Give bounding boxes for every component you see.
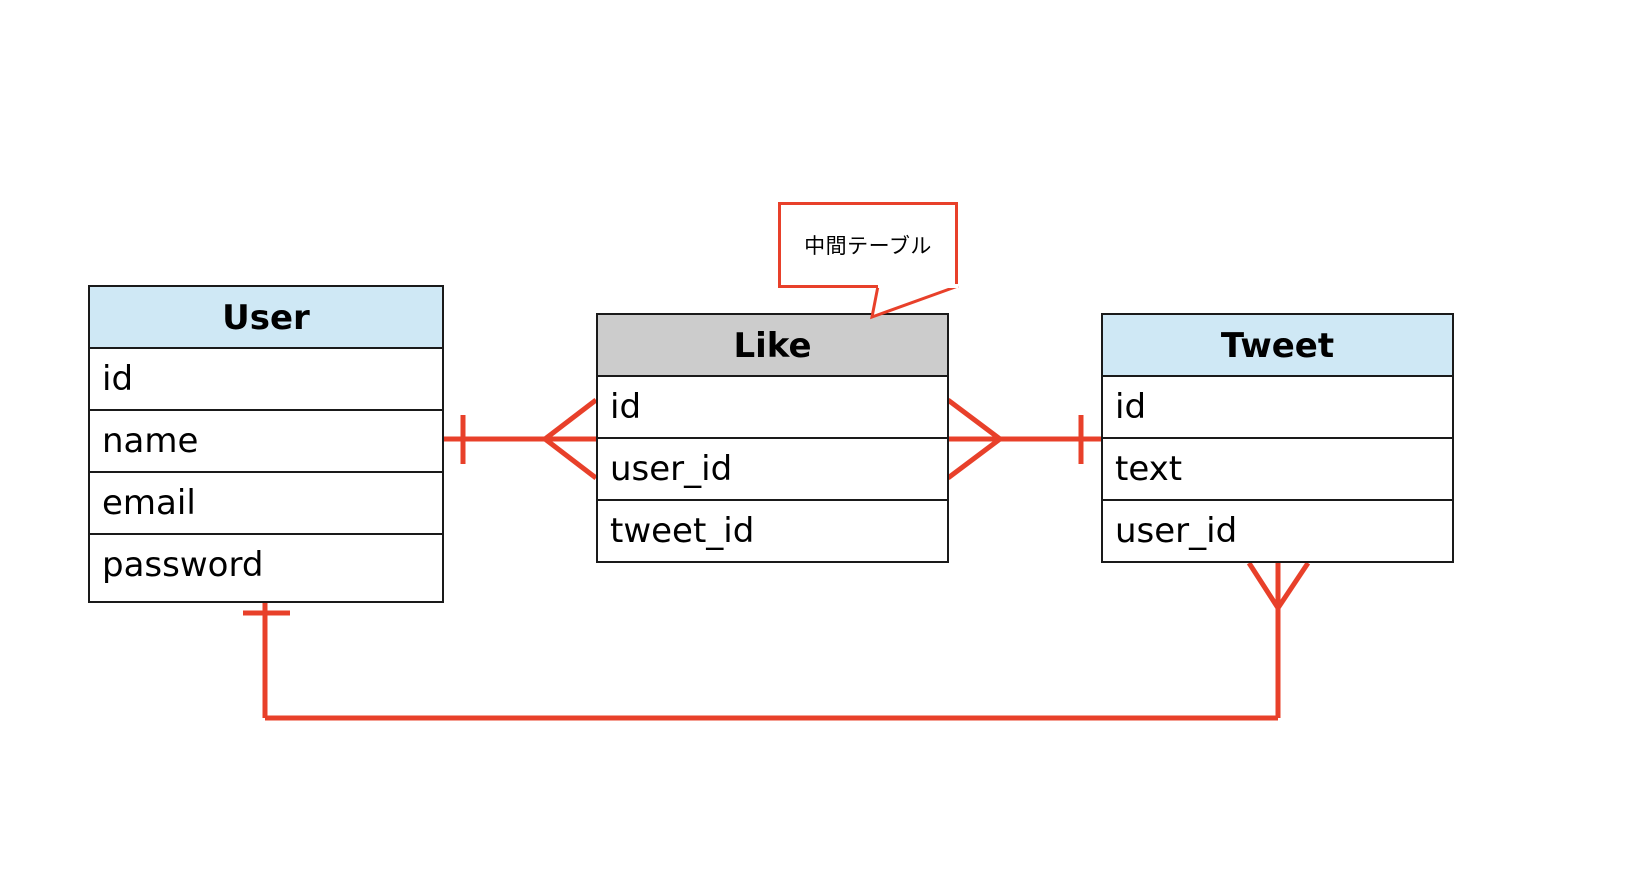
table-user-column-email: email: [90, 473, 442, 535]
relationship-user-like: [443, 398, 598, 480]
table-like[interactable]: Like id user_id tweet_id: [596, 313, 949, 563]
table-like-column-tweet-id: tweet_id: [610, 511, 755, 551]
table-like-title: Like: [598, 315, 947, 377]
callout-intermediate-table-label: 中間テーブル: [804, 234, 932, 258]
table-tweet-column-user-id: user_id: [1115, 511, 1238, 551]
table-like-column-id: id: [598, 377, 947, 439]
table-user-column-id: id: [90, 349, 442, 411]
table-tweet-column-text: text: [1103, 439, 1452, 501]
table-user-title: User: [90, 287, 442, 349]
table-user-column-password: password: [102, 545, 264, 585]
relationship-like-tweet: [946, 398, 1101, 480]
callout-tail: [870, 284, 959, 320]
table-tweet-column-id: id: [1103, 377, 1452, 439]
table-like-column-user-id: user_id: [598, 439, 947, 501]
callout-intermediate-table: 中間テーブル: [778, 202, 958, 288]
table-tweet-title: Tweet: [1103, 315, 1452, 377]
table-tweet[interactable]: Tweet id text user_id: [1101, 313, 1454, 563]
table-user-column-name: name: [90, 411, 442, 473]
table-user[interactable]: User id name email password: [88, 285, 444, 603]
